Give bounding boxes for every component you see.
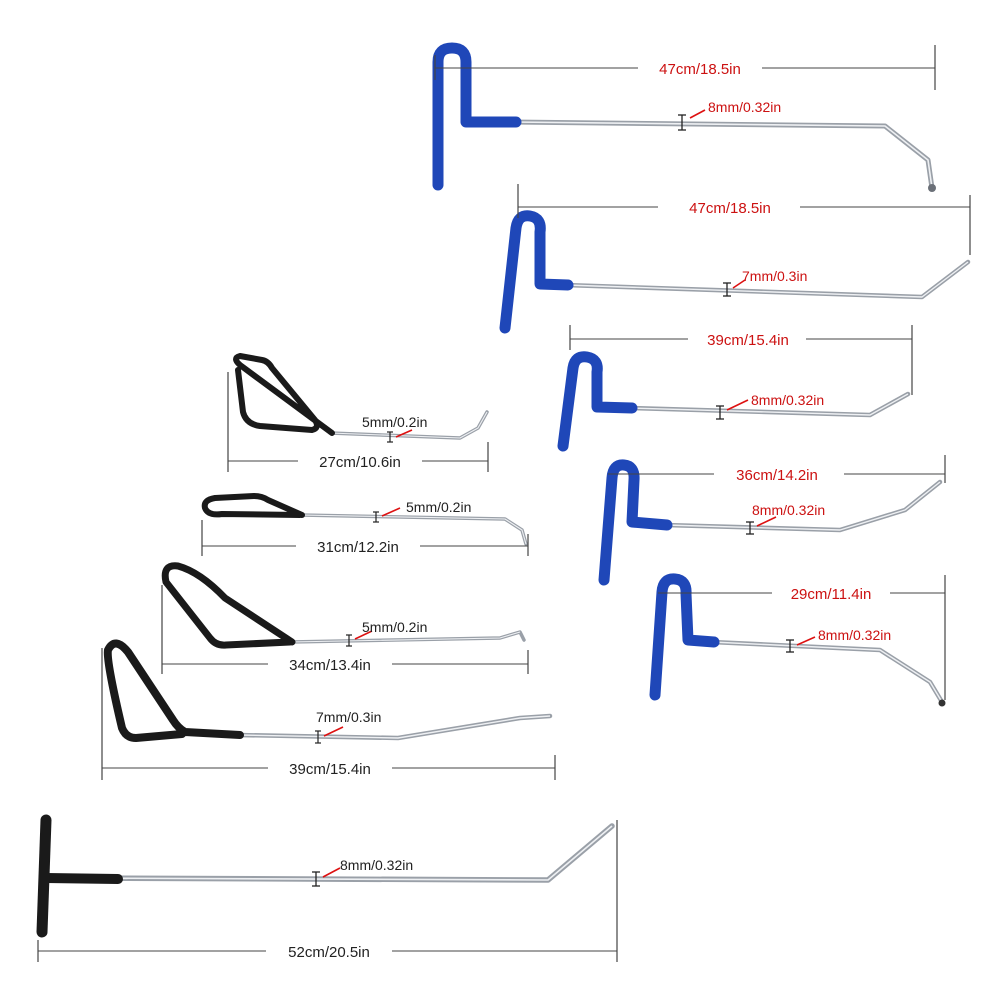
length-label: 29cm/11.4in <box>791 586 872 603</box>
tool-6: 27cm/10.6in 5mm/0.2in <box>227 353 489 472</box>
blue-hook-handle <box>598 459 673 586</box>
length-label: 47cm/18.5in <box>659 61 741 78</box>
tool-1: 47cm/18.5in 8mm/0.32in <box>432 42 936 192</box>
tool-3: 39cm/15.4in 8mm/0.32in <box>557 325 913 452</box>
diameter-marker <box>723 279 746 297</box>
blue-hook-handle <box>557 351 638 452</box>
diameter-label: 7mm/0.3in <box>316 709 381 725</box>
diameter-label: 5mm/0.2in <box>362 619 427 635</box>
blue-hook-handle <box>649 573 720 701</box>
diameter-label: 8mm/0.32in <box>340 857 413 873</box>
diameter-label: 8mm/0.32in <box>818 627 891 643</box>
diameter-marker <box>746 516 777 535</box>
black-loop-handle <box>201 493 305 518</box>
diameter-marker <box>716 399 749 420</box>
length-label: 39cm/15.4in <box>289 761 371 778</box>
tool-10: 52cm/20.5in 8mm/0.32in <box>36 814 618 962</box>
blue-hook-handle <box>499 210 574 334</box>
black-loop-handle <box>103 639 244 742</box>
diameter-label: 8mm/0.32in <box>751 392 824 408</box>
blue-hook-handle <box>432 42 522 191</box>
diameter-label: 5mm/0.2in <box>362 414 427 430</box>
black-loop-handle <box>161 562 296 649</box>
diameter-marker <box>346 630 373 647</box>
diameter-marker <box>786 636 816 653</box>
tool-4: 36cm/14.2in 8mm/0.32in <box>598 455 946 586</box>
tool-5: 29cm/11.4in 8mm/0.32in <box>649 573 946 707</box>
length-label: 27cm/10.6in <box>319 454 401 471</box>
diameter-label: 8mm/0.32in <box>708 99 781 115</box>
diameter-marker <box>678 109 706 131</box>
length-label: 52cm/20.5in <box>288 944 370 961</box>
diameter-marker <box>373 507 401 523</box>
length-label: 36cm/14.2in <box>736 467 818 484</box>
diameter-marker <box>312 867 341 887</box>
length-label: 39cm/15.4in <box>707 332 789 349</box>
black-loop-handle <box>233 353 335 436</box>
diameter-label: 7mm/0.3in <box>742 268 807 284</box>
black-t-handle <box>36 814 123 938</box>
length-label: 31cm/12.2in <box>317 539 399 556</box>
tool-7: 31cm/12.2in 5mm/0.2in <box>201 493 529 556</box>
length-label: 34cm/13.4in <box>289 657 371 674</box>
diameter-marker <box>315 726 344 744</box>
length-label: 47cm/18.5in <box>689 200 771 217</box>
diameter-label: 8mm/0.32in <box>752 502 825 518</box>
tool-9: 39cm/15.4in 7mm/0.3in <box>101 639 556 780</box>
diameter-marker <box>387 429 413 443</box>
diameter-label: 5mm/0.2in <box>406 499 471 515</box>
tool-2: 47cm/18.5in 7mm/0.3in <box>499 184 971 334</box>
tool-8: 34cm/13.4in 5mm/0.2in <box>161 562 529 674</box>
